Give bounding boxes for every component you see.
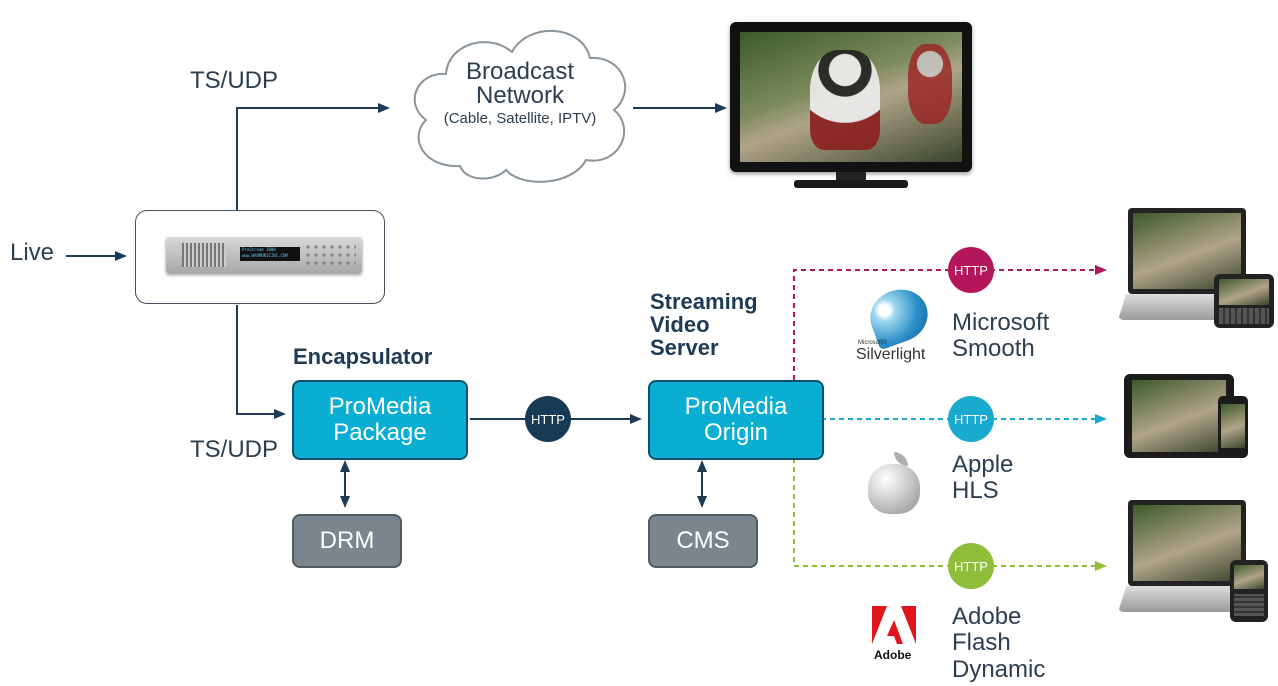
ts-udp-top-arrow xyxy=(236,103,390,210)
silverlight-logo-text: Silverlight xyxy=(856,346,926,363)
phone-keys xyxy=(1219,308,1269,324)
smooth-line-1: Microsoft xyxy=(952,309,1050,336)
tablet-display xyxy=(1132,380,1226,452)
phone-display xyxy=(1219,279,1269,305)
laptop-screen-2 xyxy=(1128,500,1246,586)
player-figure-2 xyxy=(908,44,952,124)
smooth-client-devices xyxy=(1118,208,1276,334)
hls-line-2: HLS xyxy=(952,477,999,505)
laptop-display-2 xyxy=(1133,505,1241,581)
ts-udp-bottom-label: TS/UDP xyxy=(190,436,279,463)
http-center-badge: HTTP xyxy=(525,396,571,442)
television xyxy=(730,22,972,192)
silverlight-logo-small: Microsoft® xyxy=(858,340,887,346)
flash-line-1: Adobe xyxy=(952,603,1022,630)
encapsulator-label: Encapsulator xyxy=(293,344,433,369)
broadcast-network-cloud: Broadcast Network (Cable, Satellite, IPT… xyxy=(402,16,638,188)
smooth-line-2: Smooth xyxy=(952,335,1035,363)
phone xyxy=(1214,274,1274,328)
origin-line-2: Origin xyxy=(703,419,769,446)
blackberry-display xyxy=(1234,565,1264,589)
tv-base xyxy=(794,180,908,188)
hls-client-devices xyxy=(1124,374,1248,460)
silverlight-logo: Microsoft® Silverlight xyxy=(856,281,942,370)
flash-branch-line xyxy=(793,458,1107,571)
package-line-2: Package xyxy=(333,419,427,446)
live-label: Live xyxy=(10,239,55,266)
tv-screen xyxy=(740,32,962,162)
promedia-package-box[interactable]: ProMedia Package xyxy=(292,380,468,460)
display-line-1: ProStream 1000 xyxy=(242,247,276,252)
device-grille xyxy=(182,243,226,267)
cloud-title: Broadcast xyxy=(465,58,575,85)
adobe-logo-text: Adobe xyxy=(874,648,912,662)
adobe-icon xyxy=(872,606,916,644)
encoder-device-frame: ProStream 1000 www.HARMONICINC.COM xyxy=(135,210,385,304)
tv-stand xyxy=(836,172,866,182)
hls-line-1: Apple xyxy=(952,451,1014,478)
cloud-subtitle: (Cable, Satellite, IPTV) xyxy=(443,110,597,127)
player-figure xyxy=(810,50,880,150)
blackberry-keys xyxy=(1234,594,1264,616)
adobe-logo: Adobe xyxy=(872,606,916,666)
origin-line-1: ProMedia xyxy=(684,392,788,420)
cloud-title-2: Network xyxy=(475,82,565,109)
blackberry xyxy=(1230,560,1268,622)
iphone xyxy=(1218,396,1248,458)
ts-udp-bottom-arrow xyxy=(236,305,286,419)
apple-logo-icon xyxy=(868,452,920,514)
apple-hls-label: Apple HLS xyxy=(952,451,1014,505)
microsoft-smooth-label: Microsoft Smooth xyxy=(952,309,1050,363)
adobe-flash-label: Adobe Flash Dynamic xyxy=(952,603,1046,683)
device-buttons xyxy=(304,243,356,267)
encoder-device: ProStream 1000 www.HARMONICINC.COM xyxy=(166,237,362,273)
cms-box[interactable]: CMS xyxy=(648,514,758,568)
cloud-shape xyxy=(413,30,627,183)
http-smooth-badge: HTTP xyxy=(948,247,994,293)
package-line-1: ProMedia xyxy=(328,392,432,420)
flash-line-3: Dynamic xyxy=(952,655,1046,683)
flash-line-2: Flash xyxy=(952,629,1011,657)
smooth-branch-line xyxy=(793,265,1107,380)
promedia-origin-box[interactable]: ProMedia Origin xyxy=(648,380,824,460)
device-display: ProStream 1000 www.HARMONICINC.COM xyxy=(240,247,300,261)
ts-udp-top-label: TS/UDP xyxy=(190,67,279,94)
http-flash-badge: HTTP xyxy=(948,543,994,589)
drm-box[interactable]: DRM xyxy=(292,514,402,568)
flash-client-devices xyxy=(1118,500,1276,626)
streaming-server-label: Streaming Video Server xyxy=(650,289,758,361)
display-line-2: www.HARMONICINC.COM xyxy=(242,253,288,258)
tablet xyxy=(1124,374,1234,458)
http-hls-badge: HTTP xyxy=(948,396,994,442)
iphone-display xyxy=(1221,404,1245,448)
apple-body xyxy=(868,464,920,514)
